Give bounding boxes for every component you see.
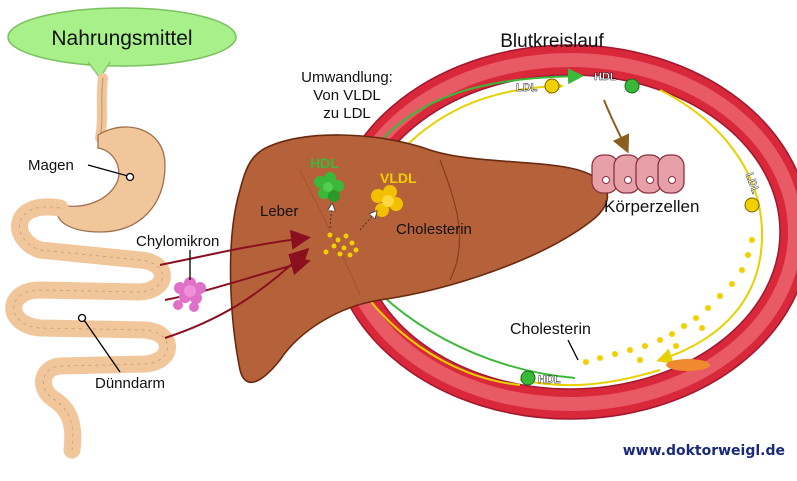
small-intestine-label: Dünndarm <box>95 375 165 392</box>
hdl-particle-liver <box>314 172 344 202</box>
circulation-label: Blutkreislauf <box>500 31 604 52</box>
cholesterol-dots-vessel <box>583 237 755 365</box>
leader-lines <box>77 164 579 373</box>
ldl-right-label: LDL <box>743 171 762 195</box>
ldl-top-label: LDL <box>516 82 538 94</box>
body-cells-label: Körperzellen <box>604 197 699 216</box>
hdl-liver-label: HDL <box>310 155 339 171</box>
hdl-top-label: HDL <box>594 71 617 83</box>
liver-internal-arrows <box>330 205 376 231</box>
chylomicron-label: Chylomikron <box>136 233 219 250</box>
small-intestine <box>5 198 176 459</box>
conversion-label-line2: Von VLDL <box>313 87 381 104</box>
cholesterol-liver-label: Cholesterin <box>396 221 472 238</box>
vldl-label: VLDL <box>380 170 417 186</box>
cholesterol-vessel-label: Cholesterin <box>510 321 591 338</box>
stomach-label: Magen <box>28 157 74 174</box>
body-cells <box>591 154 685 194</box>
ldl-particle-right <box>744 197 760 213</box>
conversion-label-line1: Umwandlung: <box>301 69 393 86</box>
ldl-particle-top <box>544 78 560 94</box>
chylomicron-particle <box>173 277 206 312</box>
stomach <box>56 126 166 233</box>
vldl-particle <box>371 185 403 217</box>
hdl-particle-bottom <box>520 370 536 386</box>
plaque-deposit <box>666 359 710 371</box>
hdl-bottom-label: HDL <box>538 374 561 386</box>
food-label: Nahrungsmittel <box>51 27 192 50</box>
ldl-to-cells-arrow <box>603 99 630 154</box>
liver-label: Leber <box>260 203 298 220</box>
hdl-particle-top <box>624 78 640 94</box>
conversion-label-line3: zu LDL <box>323 105 371 122</box>
credit-url: www.doktorweigl.de <box>623 443 785 459</box>
digestive-tract <box>5 73 176 459</box>
food-bubble: Nahrungsmittel <box>7 7 237 80</box>
cholesterol-dots-liver <box>323 232 359 258</box>
